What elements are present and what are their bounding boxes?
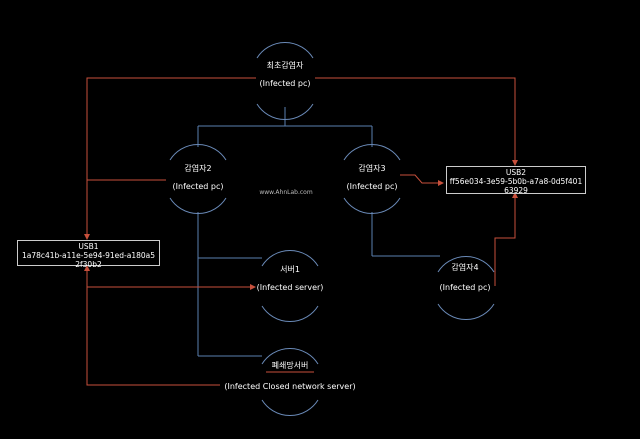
link-first-usb2 xyxy=(315,77,516,162)
arc-server1-top xyxy=(261,249,319,267)
arc-first-top xyxy=(256,41,314,59)
arrow-infected3-usb2 xyxy=(438,180,444,186)
infected2-subtitle: (Infected pc) xyxy=(172,182,224,191)
arc-infected2-top xyxy=(169,143,227,161)
closed-server-subtitle: (Infected Closed network server) xyxy=(224,382,356,391)
arc-infected4-top xyxy=(437,255,495,273)
server1-title: 서버1 xyxy=(280,265,300,274)
usb2-box: USB2 ff56e034-3e59-5b0b-a7a8-0d5f4016392… xyxy=(446,166,586,195)
link-usb1-closed xyxy=(86,268,220,386)
node-arcs xyxy=(169,41,495,417)
link-first-usb1 xyxy=(86,77,256,236)
usb-arrowheads xyxy=(84,160,518,290)
network-links xyxy=(197,107,440,357)
arrow-into-usb2 xyxy=(512,160,518,166)
infected2-title: 감염자2 xyxy=(184,164,212,173)
arc-closed-top xyxy=(261,347,319,365)
closed-server-title: 폐쇄망서버 xyxy=(271,361,309,370)
arc-infected2-bottom xyxy=(169,197,227,215)
arc-infected3-top xyxy=(343,143,401,161)
usb-links xyxy=(86,77,516,386)
arrow-into-server1 xyxy=(250,284,256,290)
infected3-subtitle: (Infected pc) xyxy=(346,182,398,191)
arc-infected3-bottom xyxy=(343,197,401,215)
usb2-title: USB2 xyxy=(505,168,527,177)
usb2-id: ff56e034-3e59-5b0b-a7a8-0d5f40163929 xyxy=(449,177,583,195)
infected3-title: 감염자3 xyxy=(358,164,386,173)
watermark: www.AhnLab.com xyxy=(259,189,313,196)
infected4-title: 감염자4 xyxy=(451,263,479,272)
usb1-title: USB1 xyxy=(78,242,99,251)
arrow-usb1-top xyxy=(84,265,90,271)
link-usb2-infected4 xyxy=(494,196,516,286)
arc-server1-bottom xyxy=(261,305,319,323)
arc-first-bottom xyxy=(256,103,314,121)
arc-infected4-bottom xyxy=(437,303,495,321)
infected4-subtitle: (Infected pc) xyxy=(439,283,491,292)
usb1-box: USB1 1a78c41b-a11e-5e94-91ed-a180a52f30b… xyxy=(17,240,160,269)
first-infected-title: 최초감염자 xyxy=(266,61,304,70)
arrow-into-usb1 xyxy=(84,234,90,240)
server1-subtitle: (Infected server) xyxy=(256,283,324,292)
usb1-id: 1a78c41b-a11e-5e94-91ed-a180a52f30b2 xyxy=(21,251,156,269)
arc-closed-bottom xyxy=(261,399,319,417)
arrow-usb2-up xyxy=(512,192,518,198)
first-infected-subtitle: (Infected pc) xyxy=(259,79,311,88)
link-infected3-usb2 xyxy=(400,174,440,184)
